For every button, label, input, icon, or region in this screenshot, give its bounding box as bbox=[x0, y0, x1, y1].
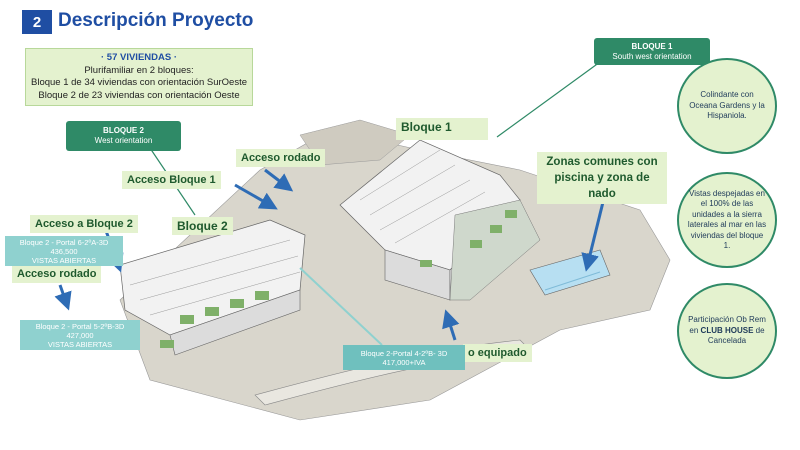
bloque2-callout-sub: West orientation bbox=[94, 136, 153, 145]
bloque1-callout-sub: South west orientation bbox=[612, 51, 692, 61]
info-circle-club-post: de Cancelada bbox=[707, 325, 765, 346]
unit-portal5-price: 427,000 bbox=[66, 330, 94, 340]
summary-line: Bloque 1 de 34 viviendas con orientación… bbox=[31, 77, 247, 88]
unit-portal5-name: Bloque 2 - Portal 5-2ºB-3D bbox=[35, 321, 125, 331]
bloque1-callout-title: BLOQUE 1 bbox=[631, 41, 673, 51]
unit-portal4-box: Bloque 2-Portal 4-2ºB- 3D 417,000+IVA bbox=[343, 345, 465, 370]
label-bloque2: Bloque 2 bbox=[172, 217, 233, 235]
label-zonas-comunes: Zonas comunes con piscina y zona de nado bbox=[537, 152, 667, 204]
info-circle-colindante-text: Colindante con Oceana Gardens y la Hispa… bbox=[689, 90, 765, 121]
label-acceso-bloque1: Acceso Bloque 1 bbox=[122, 171, 221, 189]
bloque1-pointer bbox=[496, 61, 601, 138]
unit-portal6-note: VISTAS ABIERTAS bbox=[31, 255, 97, 265]
info-circle-club-house: Participación Ob Rem en CLUB HOUSE de Ca… bbox=[677, 283, 777, 379]
summary-title: · 57 VIVIENDAS · bbox=[100, 52, 178, 63]
bloque1-building bbox=[339, 139, 541, 301]
label-acceso-rodado-top: Acceso rodado bbox=[236, 149, 326, 167]
info-circle-colindante: Colindante con Oceana Gardens y la Hispa… bbox=[677, 58, 777, 154]
summary-line: Bloque 2 de 23 viviendas con orientación… bbox=[38, 89, 240, 101]
bloque2-orientation-callout: BLOQUE 2 West orientation bbox=[66, 121, 181, 151]
unit-portal5-note: VISTAS ABIERTAS bbox=[47, 339, 113, 349]
info-circle-vistas-text: Vistas despejadas en el 100% de las unid… bbox=[687, 188, 767, 251]
label-bloque1: Bloque 1 bbox=[396, 118, 488, 140]
arrow-zonas-comunes bbox=[581, 197, 606, 272]
summary-box: · 57 VIVIENDAS · Plurifamiliar en 2 bloq… bbox=[25, 48, 253, 106]
unit-portal6-box: Bloque 2 - Portal 6-2ºA-3D 436,500 VISTA… bbox=[5, 236, 123, 266]
arrow-acceso-rodado-top bbox=[264, 168, 294, 192]
bloque2-building bbox=[119, 219, 306, 356]
label-acceso-bloque2: Acceso a Bloque 2 bbox=[30, 215, 138, 233]
unit-portal4-price: 417,000+IVA bbox=[382, 357, 426, 367]
unit-portal6-name: Bloque 2 - Portal 6-2ºA-3D bbox=[19, 237, 109, 247]
arrow-acceso-bloque1 bbox=[234, 183, 278, 210]
bloque1-orientation-callout: BLOQUE 1 South west orientation bbox=[594, 38, 710, 65]
info-circle-club-bold: CLUB HOUSE bbox=[700, 325, 754, 335]
arrow-acceso-rodado-left bbox=[54, 284, 72, 311]
unit-portal5-box: Bloque 2 - Portal 5-2ºB-3D 427,000 VISTA… bbox=[20, 320, 140, 350]
arrow-equipado bbox=[442, 309, 460, 341]
page-title: Descripción Proyecto bbox=[58, 10, 254, 31]
bloque2-callout-title: BLOQUE 2 bbox=[103, 126, 144, 135]
unit3-pointer bbox=[299, 267, 383, 346]
summary-line: Plurifamiliar en 2 bloques: bbox=[84, 64, 194, 76]
unit-portal4-name: Bloque 2-Portal 4-2ºB- 3D bbox=[360, 348, 448, 358]
label-equipado: o equipado bbox=[463, 344, 532, 362]
unit-portal6-price: 436,500 bbox=[50, 246, 78, 256]
section-number-badge: 2 bbox=[22, 10, 52, 34]
label-acceso-rodado-left: Acceso rodado bbox=[12, 265, 102, 283]
info-circle-club-pre: Participación Ob Rem en bbox=[688, 315, 766, 335]
info-circle-vistas: Vistas despejadas en el 100% de las unid… bbox=[677, 172, 777, 268]
